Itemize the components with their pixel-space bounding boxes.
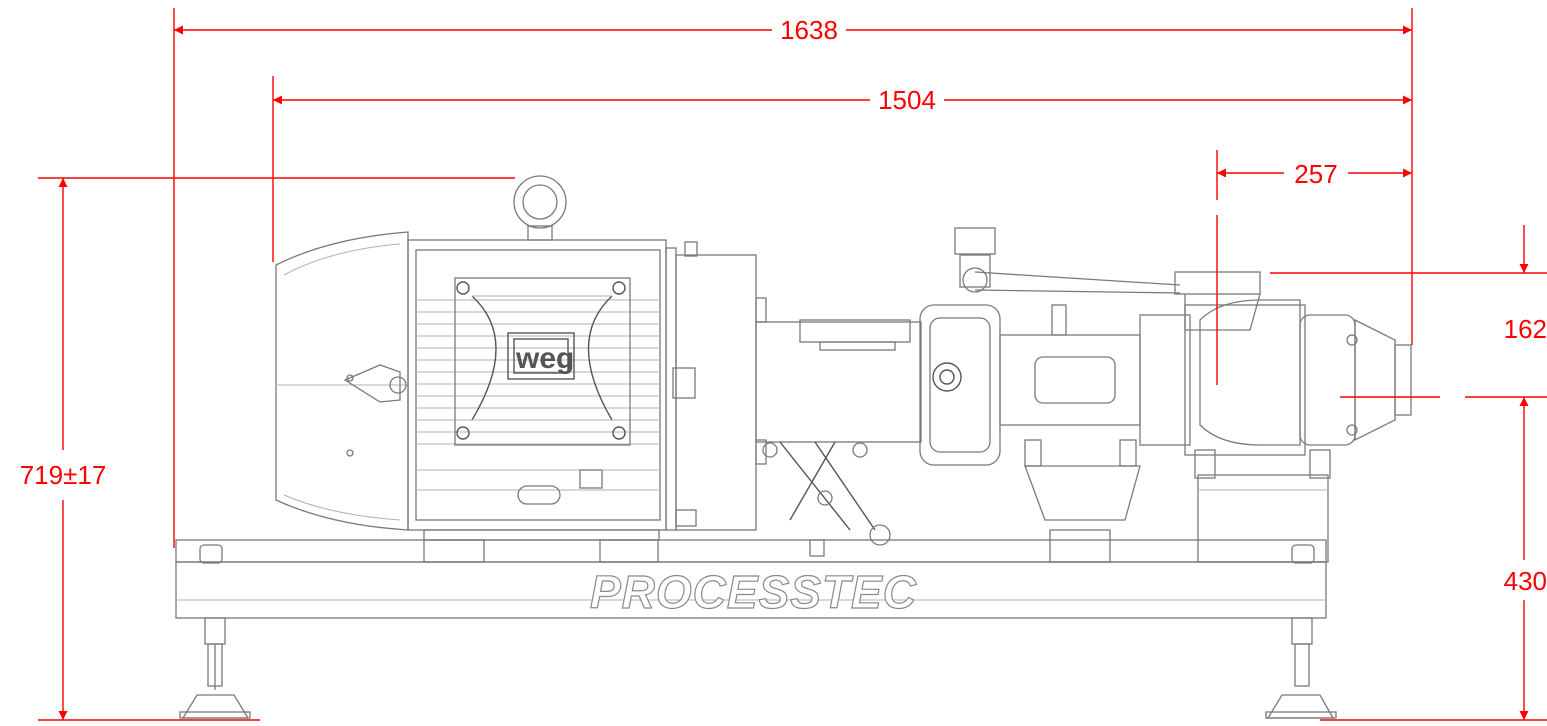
dimension-label-outlet-height-diff: 162 [1504, 314, 1547, 344]
dimension-label-inlet-height: 430 [1504, 566, 1547, 596]
motor-fan-cover [275, 231, 409, 531]
coupling-lantern [755, 319, 922, 546]
motor-body [407, 239, 667, 563]
dimension-inlet-height: 430 [1504, 397, 1547, 720]
dimension-pump-offset: 257 [1217, 159, 1412, 189]
cooling-fins [416, 299, 660, 491]
machine-outline: weg [175, 175, 1412, 719]
leveling-foot-right [1265, 617, 1337, 719]
base-frame [175, 474, 1329, 619]
pump-head [1139, 271, 1412, 479]
lifting-eye [513, 175, 567, 241]
dimension-outlet-height-diff: 162 [1504, 225, 1547, 344]
dimension-motor-to-end: 1504 [273, 85, 1412, 115]
sensor-link [954, 227, 1181, 294]
dimension-lines: 1638 1504 257 162 719±17 43 [20, 8, 1547, 721]
brand-lettering: PROCESSTEC [590, 566, 917, 618]
dimension-label-overall-length: 1638 [780, 15, 838, 45]
dimension-overall-length: 1638 [174, 15, 1412, 45]
motor-brand-logo: weg [515, 342, 574, 375]
motor-flange [665, 241, 767, 531]
terminal-box: weg [454, 277, 631, 446]
dimension-label-motor-to-end: 1504 [878, 85, 936, 115]
dimension-overall-height: 719±17 [20, 178, 107, 720]
bearing-housing [919, 304, 1141, 521]
leveling-foot-left [179, 617, 251, 719]
dimension-label-pump-offset: 257 [1294, 159, 1337, 189]
dimension-label-overall-height: 719±17 [20, 460, 107, 490]
